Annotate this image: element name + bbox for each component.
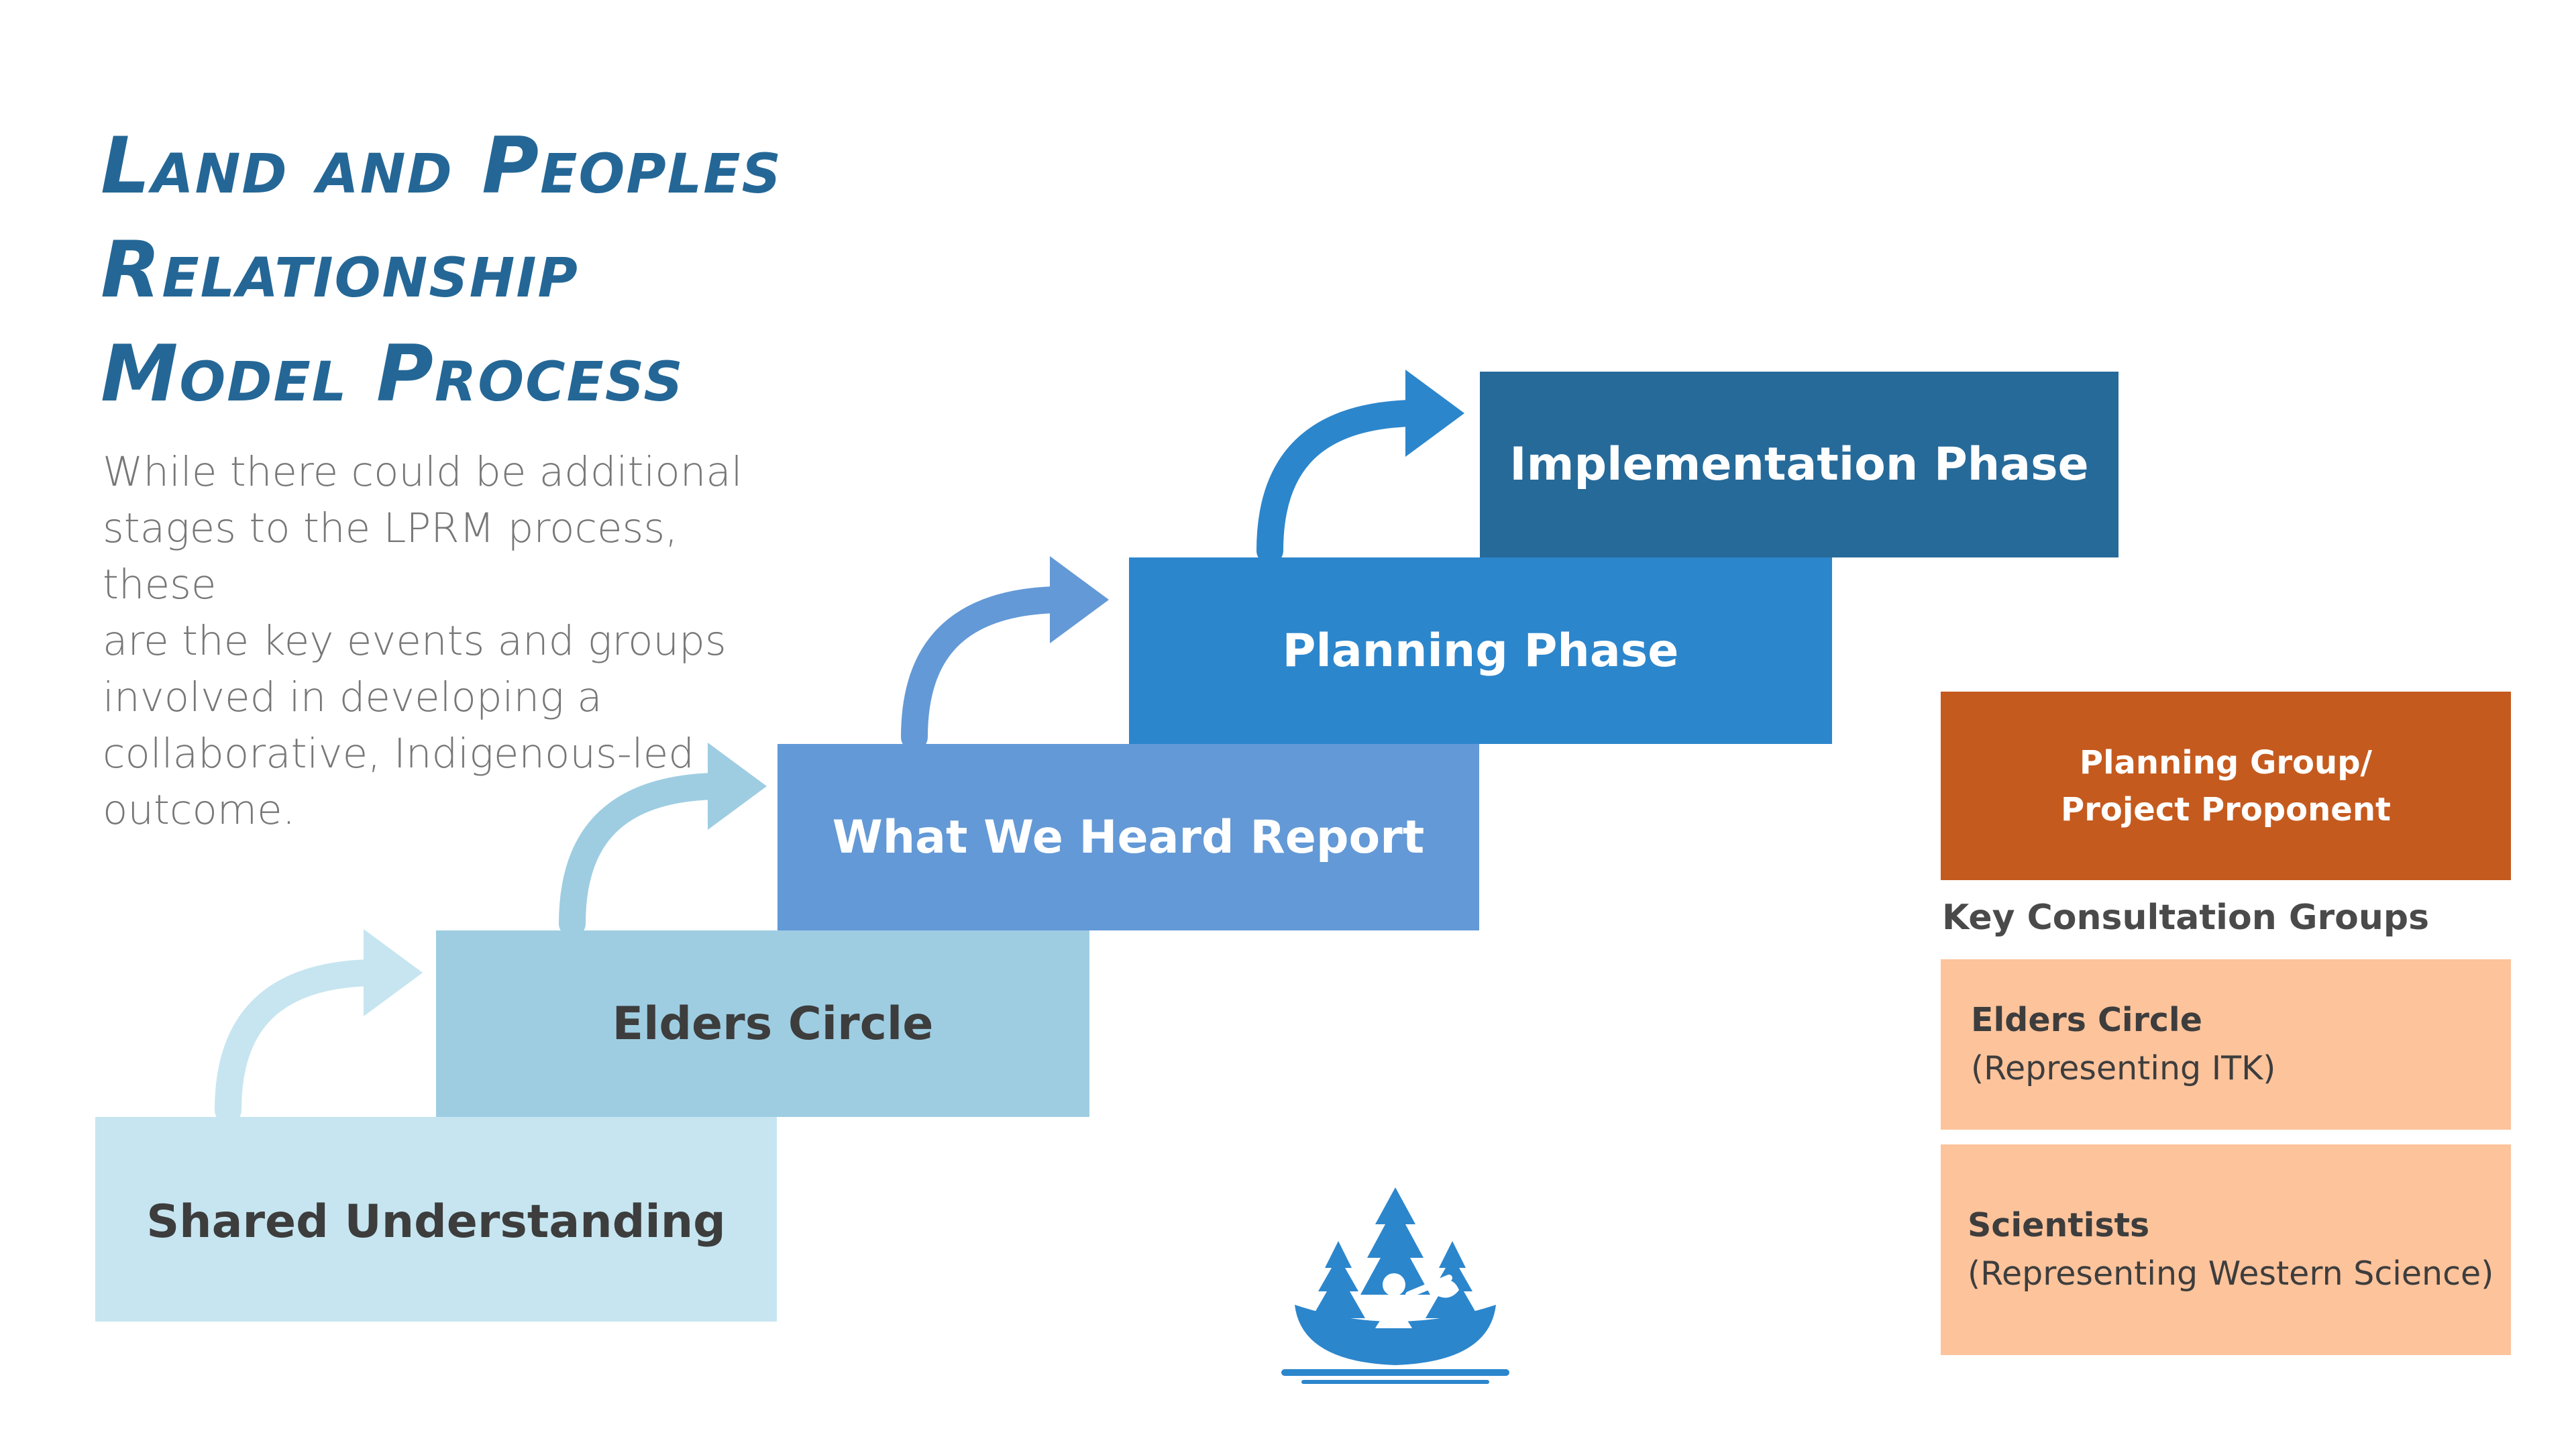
step-planning-phase: Planning Phase (1129, 557, 1832, 744)
curved-arrow-icon (215, 929, 429, 1124)
intro-line: While there could be additional (103, 448, 743, 496)
title-line: Land and Peoples (101, 121, 782, 211)
card-title: Scientists (1968, 1206, 2150, 1244)
step-label: Elders Circle (612, 997, 934, 1051)
step-implementation-phase: Implementation Phase (1480, 372, 2118, 557)
card-title: Elders Circle (1971, 1001, 2202, 1039)
curved-arrow-icon (559, 743, 773, 937)
intro-paragraph: While there could be additional stages t… (103, 444, 773, 839)
step-label: Planning Phase (1282, 624, 1679, 678)
diagram-title: Land and Peoples Relationship Model Proc… (101, 114, 1006, 426)
key-consultation-groups-heading: Key Consultation Groups (1942, 898, 2430, 938)
step-shared-understanding: Shared Understanding (95, 1117, 777, 1322)
step-what-we-heard-report: What We Heard Report (777, 744, 1479, 930)
step-label: Implementation Phase (1509, 438, 2089, 491)
intro-line: outcome. (103, 786, 296, 834)
intro-line: collaborative, Indigenous-led (103, 730, 694, 777)
title-line: Model Process (101, 329, 684, 419)
panel-header-line: Planning Group/ (2079, 743, 2373, 782)
step-label: What We Heard Report (832, 810, 1425, 864)
curved-arrow-icon (1256, 370, 1471, 564)
canoe-trees-logo-icon (1275, 1184, 1516, 1385)
intro-line: stages to the LPRM process, these (103, 504, 678, 608)
card-subtitle: (Representing ITK) (1971, 1049, 2276, 1087)
step-elders-circle: Elders Circle (436, 930, 1089, 1117)
curved-arrow-icon (901, 556, 1116, 751)
planning-group-header: Planning Group/ Project Proponent (1941, 692, 2511, 880)
panel-header-line: Project Proponent (2061, 790, 2391, 828)
step-label: Shared Understanding (146, 1195, 726, 1248)
intro-line: are the key events and groups (103, 617, 727, 665)
consultation-card-scientists: Scientists (Representing Western Science… (1941, 1144, 2511, 1355)
intro-line: involved in developing a (103, 674, 602, 721)
consultation-card-elders-circle: Elders Circle (Representing ITK) (1941, 959, 2511, 1130)
card-subtitle: (Representing Western Science) (1968, 1254, 2494, 1293)
title-line: Relationship (101, 225, 579, 315)
